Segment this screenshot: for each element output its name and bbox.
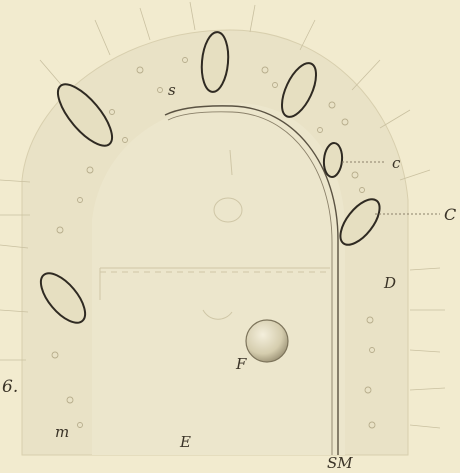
sphere-F: [246, 320, 288, 362]
label-D: D: [383, 274, 396, 292]
label-SM: SM: [327, 454, 353, 472]
label-C: C: [444, 205, 456, 224]
label-E: E: [179, 433, 191, 451]
label-s: s: [168, 81, 176, 99]
label-m: m: [55, 423, 69, 441]
inner-cavity: [92, 103, 345, 455]
label-F: F: [235, 355, 247, 373]
label-c: c: [392, 154, 401, 172]
figure-number: 6.: [2, 377, 18, 397]
